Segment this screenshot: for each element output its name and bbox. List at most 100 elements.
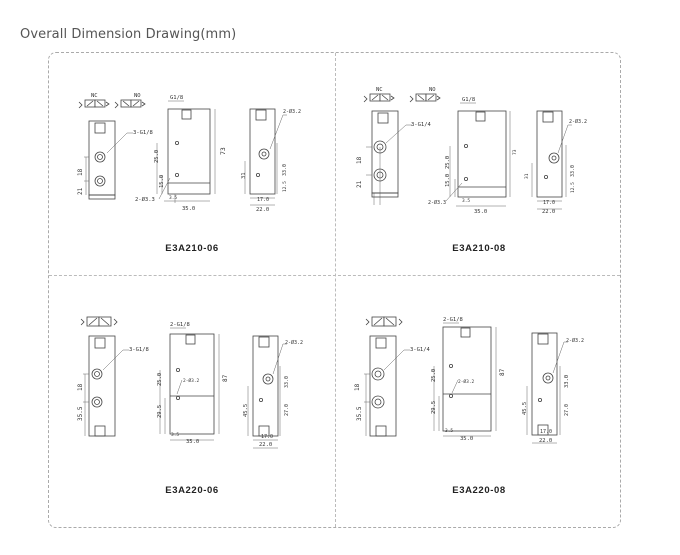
top-port-label: 2-G1/8 bbox=[443, 317, 463, 323]
nc-symbol: NC bbox=[363, 87, 395, 103]
model-label: E3A220-08 bbox=[452, 485, 506, 496]
side-port-label: 2-Ø3.2 bbox=[285, 339, 303, 346]
dimension-label: 45.5 bbox=[243, 404, 249, 417]
dimension-label: 22.0 bbox=[256, 207, 269, 213]
dimension-label: 17.0 bbox=[261, 434, 273, 440]
end-view: 2-Ø3.2 33.0 27.0 45.5 17.0 22.0 bbox=[522, 332, 584, 444]
dimension-label: 27.0 bbox=[564, 404, 570, 416]
side-port-label: 2-Ø3.2 bbox=[569, 118, 587, 125]
no-label: NO bbox=[134, 93, 141, 99]
panel-e3a220-06: 3-G1/8 18 35.5 2-G1/8 2-Ø3.2 87 25.0 29.… bbox=[49, 276, 335, 498]
side-port-label: 2-Ø3.2 bbox=[566, 337, 584, 344]
mount-hole-label: 2-Ø3.3 bbox=[135, 196, 155, 203]
end-view: 2-Ø3.2 33.0 31 12.5 17.0 22.0 bbox=[524, 110, 587, 215]
end-view: 2-Ø3.2 33.0 27.0 45.5 17.0 22.0 bbox=[243, 335, 303, 449]
dimension-label: 73 bbox=[512, 149, 518, 155]
page-title: Overall Dimension Drawing(mm) bbox=[20, 27, 237, 42]
dimension-label: 15.0 bbox=[445, 174, 451, 187]
dimension-label: 25.0 bbox=[431, 369, 437, 382]
dimension-label: 31 bbox=[524, 173, 530, 179]
dimension-label: 18 bbox=[354, 383, 361, 391]
mount-hole-label: 2-Ø3.2 bbox=[458, 378, 475, 385]
dimension-label: 18 bbox=[77, 168, 84, 176]
top-port-label: G1/8 bbox=[170, 95, 183, 101]
drawing-frame bbox=[48, 52, 621, 528]
dimension-label: 87 bbox=[499, 368, 506, 376]
dimension-label: 35.0 bbox=[182, 206, 195, 212]
dimension-label: 3.5 bbox=[462, 198, 470, 204]
dimension-label: 29.5 bbox=[157, 405, 163, 418]
dimension-label: 17.0 bbox=[543, 200, 555, 206]
drawing-e3a220-08: 3-G1/4 18 35.5 2-G1/8 2-Ø3.2 87 25.0 29.… bbox=[354, 316, 584, 444]
dimension-label: 35.5 bbox=[77, 406, 84, 421]
dimension-label: 22.0 bbox=[259, 442, 272, 448]
dimension-label: 3.5 bbox=[169, 195, 177, 201]
port-label: 3-G1/8 bbox=[129, 347, 149, 353]
dimension-label: 45.5 bbox=[522, 402, 528, 415]
dimension-label: 33.0 bbox=[564, 375, 570, 388]
dimension-label: 18 bbox=[77, 383, 84, 391]
dimension-label: 33.0 bbox=[282, 164, 288, 176]
dimension-label: 35.0 bbox=[186, 439, 199, 445]
vertical-divider bbox=[335, 53, 336, 527]
nc-label: NC bbox=[91, 93, 98, 99]
front-view: 3-G1/4 18 35.5 bbox=[354, 335, 431, 437]
dimension-label: 25.0 bbox=[154, 150, 160, 163]
front-view: 3-G1/4 18 21 bbox=[356, 110, 432, 205]
nc-label: NC bbox=[376, 87, 383, 93]
dimension-label: 31 bbox=[241, 172, 247, 179]
double-solenoid-symbol bbox=[80, 316, 118, 327]
dimension-label: 18 bbox=[356, 156, 363, 164]
dimension-label: 35.5 bbox=[356, 406, 363, 421]
side-view: 2-G1/8 2-Ø3.2 87 25.0 29.5 35.0 3.5 bbox=[431, 317, 506, 442]
dimension-label: 17.0 bbox=[540, 429, 552, 435]
front-view: 3-G1/8 18 21 bbox=[77, 120, 153, 200]
dimension-label: 21 bbox=[77, 187, 84, 195]
side-view: 2-G1/8 2-Ø3.2 87 25.0 29.5 35.0 3.5 bbox=[157, 322, 229, 445]
dimension-label: 12.5 bbox=[570, 182, 576, 193]
port-label: 3-G1/8 bbox=[133, 130, 153, 136]
dimension-label: 87 bbox=[222, 374, 229, 382]
panel-e3a220-08: 3-G1/4 18 35.5 2-G1/8 2-Ø3.2 87 25.0 29.… bbox=[336, 276, 622, 498]
panel-e3a210-06: NC NO 3-G1/8 18 21 bbox=[49, 53, 335, 275]
model-label: E3A210-08 bbox=[452, 243, 506, 254]
side-view: G1/8 2-Ø3.3 73 25.0 15.0 35.0 3.5 bbox=[135, 95, 227, 212]
dimension-label: 17.0 bbox=[257, 197, 269, 203]
dimension-label: 35.0 bbox=[460, 436, 473, 442]
dimension-label: 25.0 bbox=[445, 156, 451, 169]
model-label: E3A210-06 bbox=[165, 243, 219, 254]
dimension-label: 25.0 bbox=[157, 373, 163, 386]
dimension-label: 21 bbox=[356, 180, 363, 188]
no-label: NO bbox=[429, 87, 436, 93]
no-symbol: NO bbox=[114, 93, 146, 109]
model-label: E3A220-06 bbox=[165, 485, 219, 496]
dimension-label: 27.0 bbox=[284, 404, 290, 416]
side-port-label: 2-Ø3.2 bbox=[283, 108, 301, 115]
port-label: 3-G1/4 bbox=[411, 122, 432, 128]
no-symbol: NO bbox=[409, 87, 441, 103]
drawing-e3a210-08: NC NO 3-G1/4 18 21 bbox=[356, 87, 587, 215]
dimension-label: 33.0 bbox=[284, 376, 290, 388]
horizontal-divider bbox=[49, 275, 620, 276]
dimension-label: 3.5 bbox=[445, 428, 453, 434]
dimension-label: 15.0 bbox=[159, 175, 165, 188]
top-port-label: G1/8 bbox=[462, 97, 475, 103]
dimension-label: 22.0 bbox=[539, 438, 552, 444]
dimension-label: 3.5 bbox=[171, 432, 179, 438]
double-solenoid-symbol bbox=[365, 316, 403, 327]
dimension-label: 12.5 bbox=[282, 181, 288, 192]
mount-hole-label: 2-Ø3.3 bbox=[428, 199, 446, 206]
end-view: 2-Ø3.2 33.0 31 12.5 17.0 22.0 bbox=[241, 108, 301, 213]
top-port-label: 2-G1/8 bbox=[170, 322, 190, 328]
panel-e3a210-08: NC NO 3-G1/4 18 21 bbox=[336, 53, 622, 275]
mount-hole-label: 2-Ø3.2 bbox=[183, 377, 200, 384]
port-label: 3-G1/4 bbox=[410, 347, 431, 353]
dimension-label: 29.5 bbox=[431, 401, 437, 414]
side-view: G1/8 2-Ø3.3 73 25.0 15.0 35.0 3.5 bbox=[428, 97, 518, 215]
drawing-e3a210-06: NC NO 3-G1/8 18 21 bbox=[77, 93, 301, 213]
dimension-label: 35.0 bbox=[474, 209, 487, 215]
dimension-label: 22.0 bbox=[542, 209, 555, 215]
front-view: 3-G1/8 18 35.5 bbox=[77, 335, 149, 437]
dimension-label: 33.0 bbox=[570, 165, 576, 177]
nc-symbol: NC bbox=[78, 93, 110, 109]
